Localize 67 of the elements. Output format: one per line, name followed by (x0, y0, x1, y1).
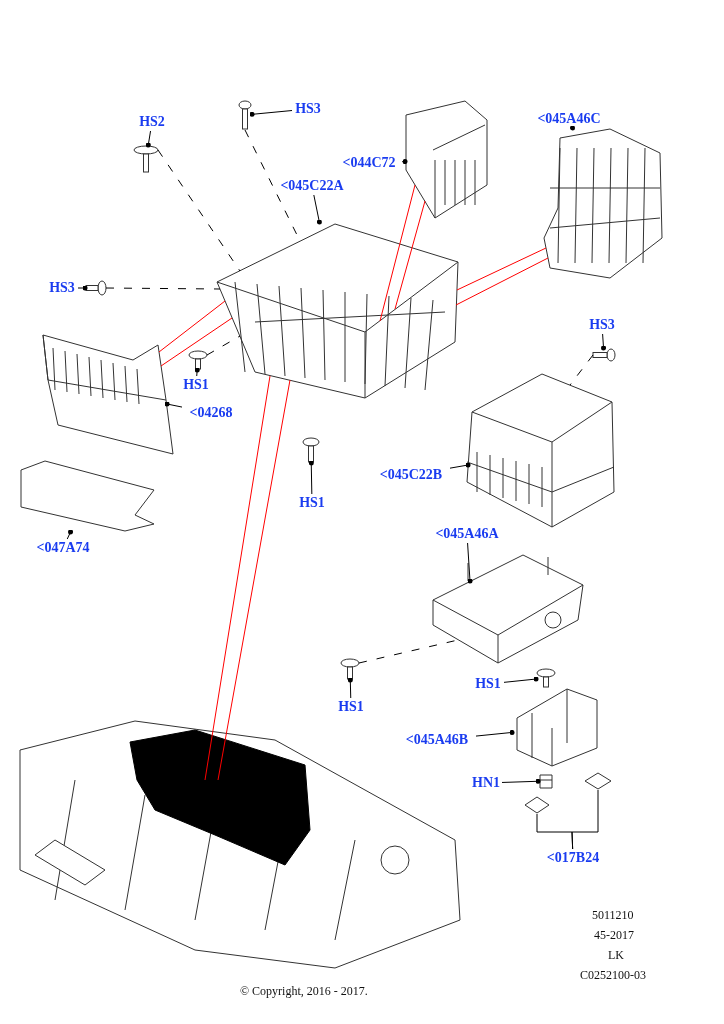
copyright-note: © Copyright, 2016 - 2017. (240, 984, 368, 999)
leader-line (570, 126, 575, 131)
leader-line (503, 676, 539, 683)
assembly-line (379, 184, 416, 322)
leader-line (475, 729, 515, 737)
assembly-line (217, 379, 291, 781)
alignment-line (206, 335, 241, 356)
screw-drawing (340, 658, 360, 680)
callout-label: HN1 (470, 774, 502, 792)
callout-label: HS3 (292, 100, 324, 118)
callout-label: <045A46C (530, 110, 608, 128)
callout-label: HS3 (46, 279, 78, 297)
leader-line (308, 460, 314, 495)
screw-drawing (85, 280, 107, 296)
leader-line (194, 367, 200, 377)
screw-drawing (536, 668, 556, 688)
leader-line (501, 778, 541, 784)
callout-label: <04268 (182, 404, 240, 422)
callout-label: HS3 (586, 316, 618, 334)
drawing-reference: C0252100-03 (580, 968, 646, 983)
leader-line (313, 194, 322, 225)
leader-line (164, 401, 183, 408)
leader-line (249, 110, 293, 117)
callout-label: <045A46A (428, 525, 506, 543)
callout-label: HS1 (335, 698, 367, 716)
screw-drawing (592, 348, 616, 362)
console-frame-drawing (215, 222, 460, 400)
assembly-line (394, 200, 426, 310)
assembly-line (158, 300, 226, 353)
leader-line (347, 677, 353, 699)
screw-drawing (133, 145, 159, 173)
callout-label: HS1 (180, 376, 212, 394)
leader-line (145, 130, 152, 148)
callout-label: <045C22B (372, 466, 450, 484)
callout-label: <017B24 (534, 849, 612, 867)
screw-drawing (188, 350, 208, 370)
cover-drawing (405, 100, 490, 220)
callout-label: <045A46B (398, 731, 476, 749)
alignment-line (569, 354, 594, 386)
callout-label: <044C72 (336, 154, 402, 172)
alignment-line (105, 287, 221, 290)
leader-line (601, 333, 607, 351)
pad-drawing (584, 772, 612, 790)
drawing-reference: LK (608, 948, 624, 963)
callout-label: HS1 (296, 494, 328, 512)
leader-line (571, 789, 599, 850)
assembly-line (160, 317, 233, 367)
callout-label: <045C22A (273, 177, 351, 195)
callout-label: <047A74 (30, 539, 96, 557)
assembly-line (455, 257, 549, 306)
drawing-reference: 45-2017 (594, 928, 634, 943)
screw-drawing (238, 100, 252, 130)
leader-line (449, 462, 471, 469)
mat-drawing (20, 460, 155, 532)
leader-line (467, 542, 473, 584)
callout-label: HS1 (472, 675, 504, 693)
pad-drawing (524, 796, 550, 814)
alignment-line (157, 149, 241, 272)
nut-drawing (538, 772, 554, 790)
drawing-reference: 5011210 (592, 908, 634, 923)
assembly-line (204, 375, 271, 781)
assembly-line (456, 247, 547, 291)
leader-line (401, 159, 408, 165)
leader-line (77, 285, 88, 291)
callout-label: HS2 (136, 113, 168, 131)
leader-line (66, 529, 74, 540)
screw-drawing (302, 437, 320, 463)
